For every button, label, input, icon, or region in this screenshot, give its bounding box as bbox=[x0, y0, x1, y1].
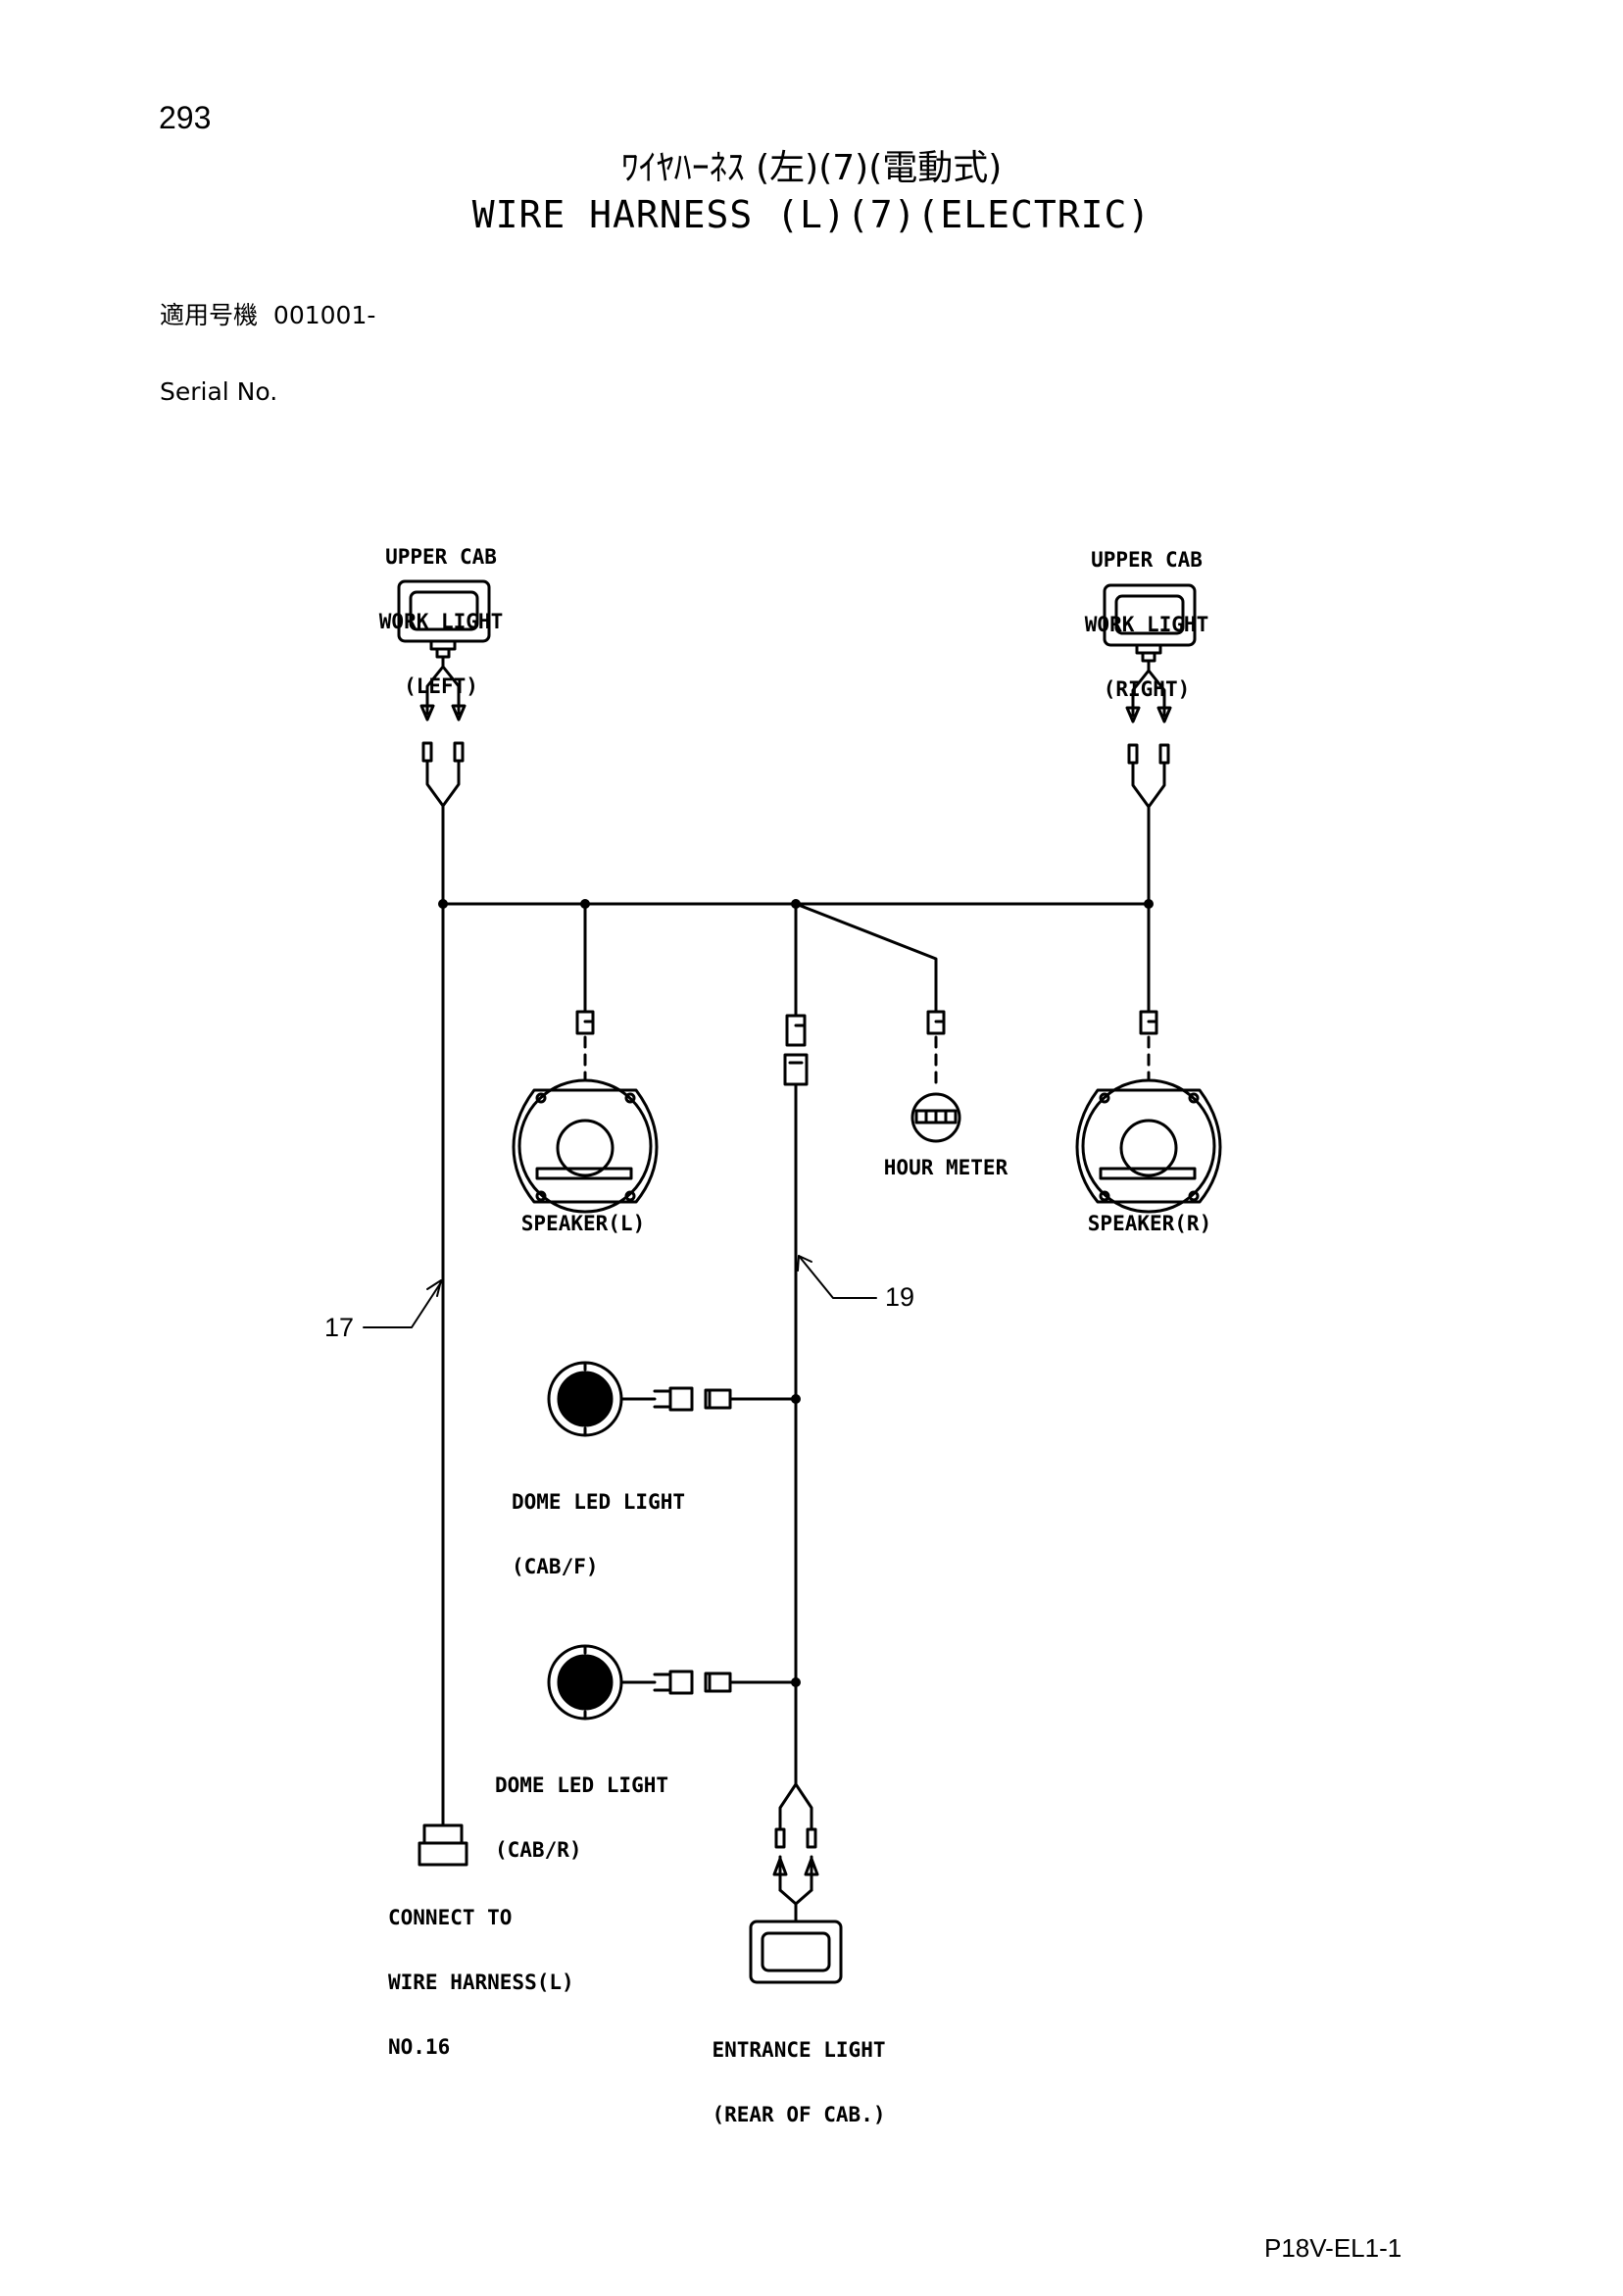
label-speaker-right: SPEAKER(R) bbox=[1087, 1212, 1212, 1235]
callout-17: 17 bbox=[324, 1313, 355, 1342]
work-light-right-icon bbox=[1103, 583, 1197, 809]
label-work-light-left: UPPER CAB WORK LIGHT (LEFT) bbox=[378, 545, 504, 699]
callout-19: 19 bbox=[885, 1282, 915, 1312]
label-dome-front: DOME LED LIGHT (CAB/F) bbox=[512, 1490, 686, 1579]
callout-leaders bbox=[363, 1255, 877, 1328]
title-japanese: ﾜｲﾔﾊｰﾈｽ (左)(7)(電動式) bbox=[620, 148, 1003, 188]
page-code: P18V-EL1-1 bbox=[1264, 2233, 1402, 2263]
serial-jp-label: 適用号機 bbox=[160, 300, 259, 329]
dome-light-rear-icon bbox=[547, 1644, 732, 1721]
hour-meter-icon bbox=[910, 1010, 961, 1143]
label-entrance-light: ENTRANCE LIGHT (REAR OF CAB.) bbox=[712, 2038, 886, 2127]
label-speaker-left: SPEAKER(L) bbox=[520, 1212, 646, 1235]
speaker-left-icon bbox=[512, 1010, 659, 1214]
entrance-light-icon bbox=[749, 1782, 843, 1984]
work-light-left-icon bbox=[397, 579, 491, 808]
label-hour-meter: HOUR METER bbox=[883, 1156, 1008, 1179]
title-english: WIRE HARNESS (L)(7)(ELECTRIC) bbox=[471, 193, 1152, 236]
label-work-light-right: UPPER CAB WORK LIGHT (RIGHT) bbox=[1084, 548, 1209, 702]
serial-value: 001001- bbox=[272, 300, 376, 329]
junction-dots bbox=[438, 899, 1154, 1687]
label-connect-to: CONNECT TO WIRE HARNESS(L) NO.16 bbox=[388, 1906, 574, 2060]
serial-en-label: Serial No. bbox=[160, 377, 278, 407]
dome-light-front-icon bbox=[547, 1361, 732, 1437]
page-number: 293 bbox=[159, 100, 212, 135]
connect-to-connector-icon bbox=[418, 1823, 468, 1867]
label-dome-rear: DOME LED LIGHT (CAB/R) bbox=[495, 1773, 669, 1863]
serial-block: 適用号機 001001- Serial No. bbox=[160, 251, 375, 431]
inline-connector-icon bbox=[783, 1014, 809, 1086]
speaker-right-icon bbox=[1075, 1010, 1222, 1214]
